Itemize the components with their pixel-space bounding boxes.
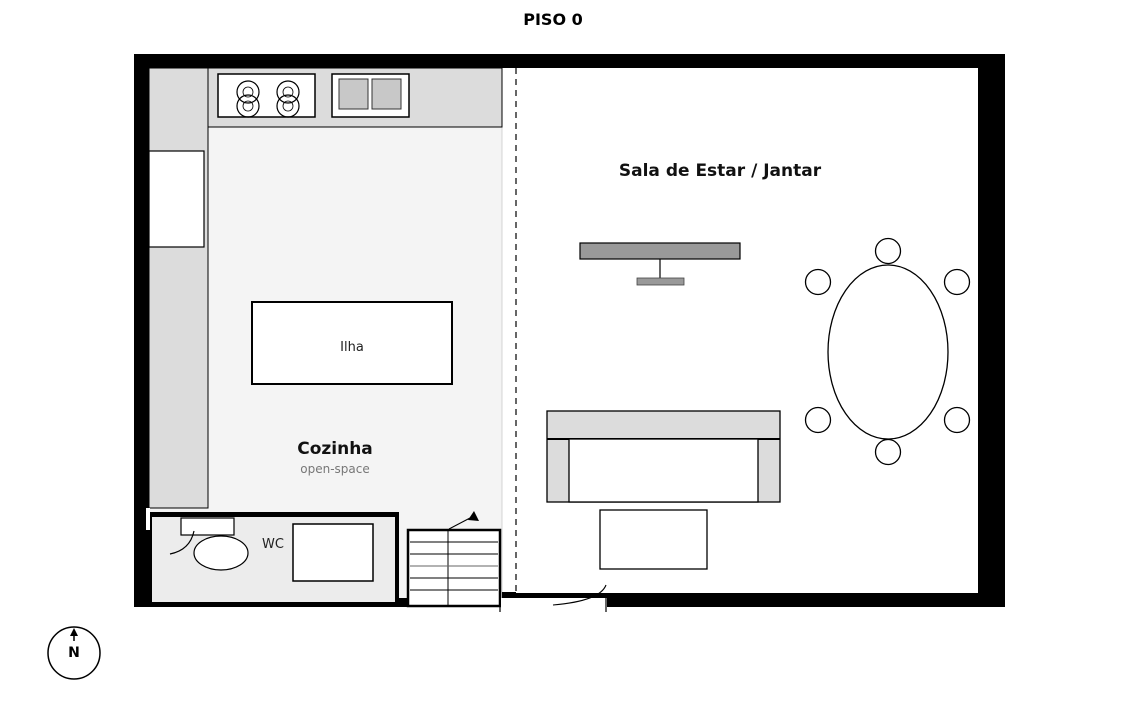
toilet-bowl [193,535,249,571]
chair [874,237,902,265]
compass-label: N [68,645,80,661]
kitchen-subtitle: open-space [300,462,369,476]
chair [943,406,971,434]
wc-label: WC [262,537,284,552]
kitchen-sink [331,73,410,118]
chair [804,268,832,296]
wc-door-swing [169,530,195,555]
wc-room [146,508,399,606]
entrance-door[interactable] [501,598,607,610]
island-label: Ilha [340,340,364,355]
counter-left [148,67,209,509]
kitchen-island [251,301,453,385]
living-name: Sala de Estar / Jantar [619,161,822,181]
kitchen-name: Cozinha [297,439,373,459]
dining-table [804,237,971,466]
plan-title: PISO 0 [523,10,583,29]
shower-tray [292,523,374,582]
sofa [546,410,781,503]
tv-unit [579,242,741,286]
door-swing [552,584,607,606]
coffee-table [599,509,708,570]
stair-up-arrow-icon [468,511,479,521]
compass: N [47,626,101,680]
north-arrow-icon [70,628,78,636]
cooktop [217,73,316,118]
chair [804,406,832,434]
chair [874,438,902,466]
chair [943,268,971,296]
wc-cistern [180,517,235,536]
fridge [148,150,205,248]
east-wall-inner [978,68,990,593]
staircase [406,511,502,608]
